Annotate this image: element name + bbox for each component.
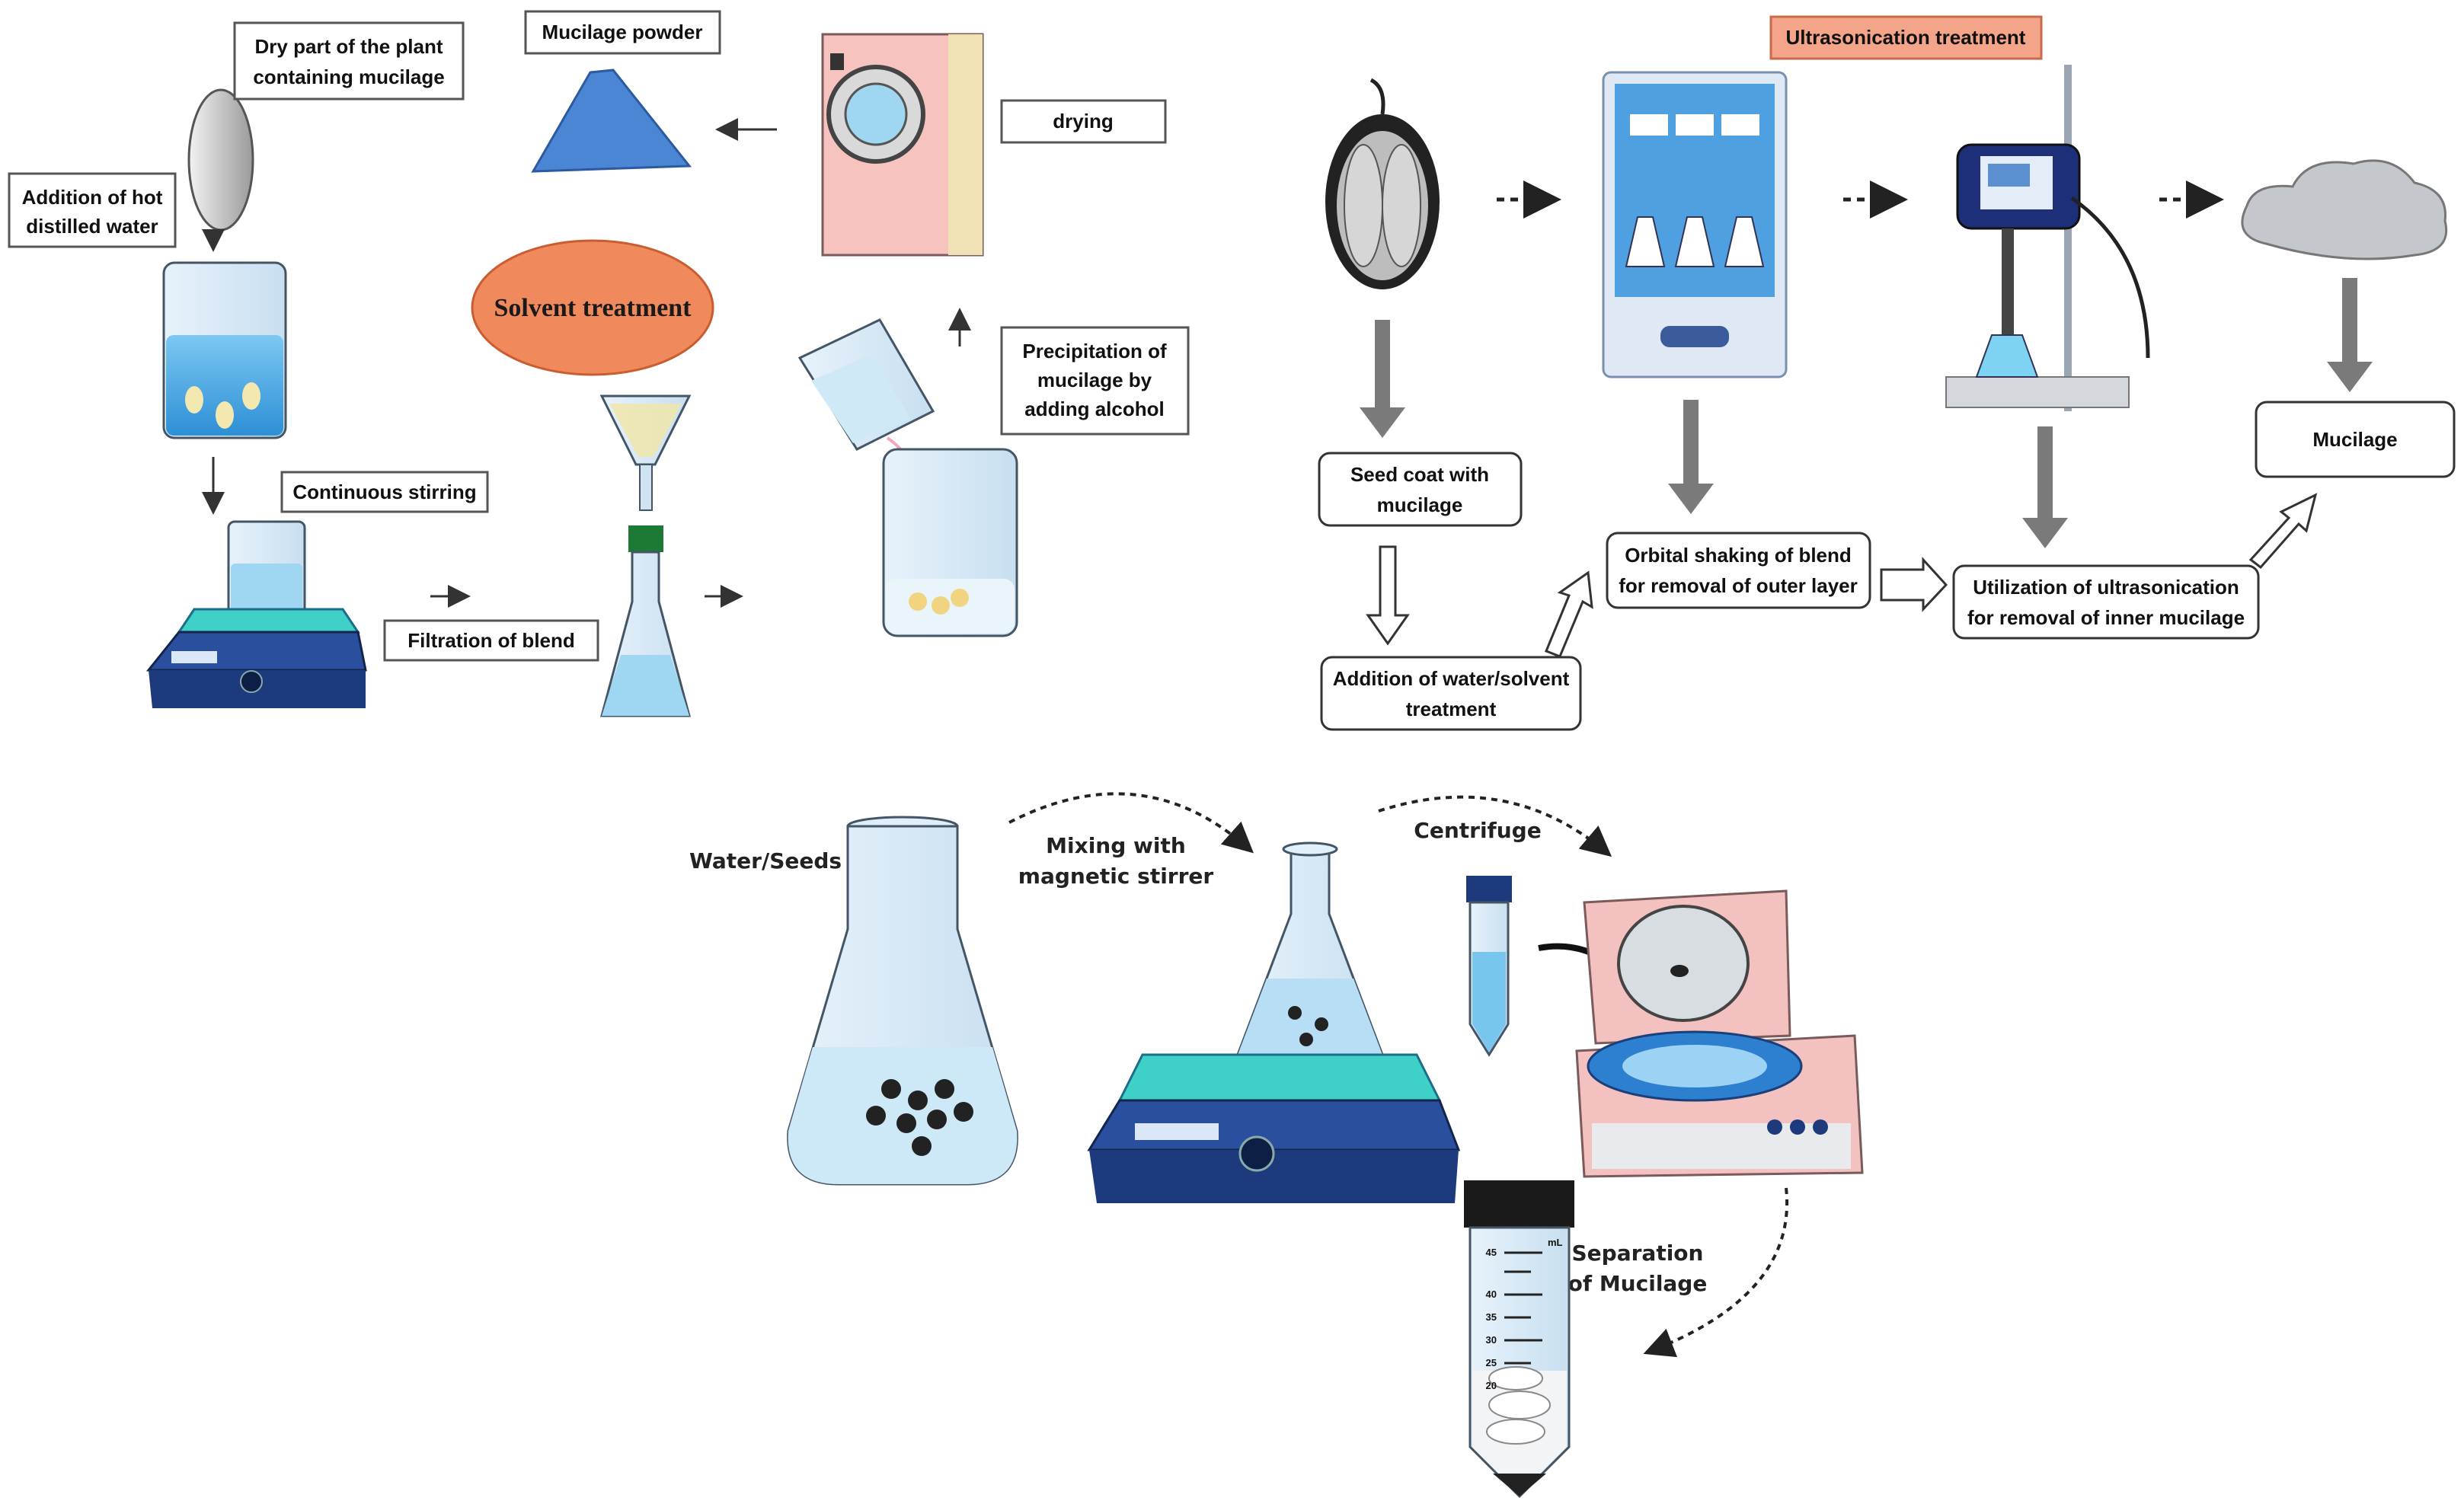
seed-coat-icon	[1325, 78, 1440, 289]
hot-water-box: Addition of hot distilled water	[8, 172, 177, 248]
water-seeds-label: Water/Seeds	[689, 848, 842, 873]
addition-water-label-1: Addition of water/solvent	[1333, 667, 1570, 690]
arrow-sonicator-down	[2022, 426, 2068, 548]
precipitation-box: Precipitation of mucilage by adding alco…	[1000, 326, 1190, 436]
separation-label-2: of Mucilage	[1568, 1271, 1708, 1296]
seed-coat-label-1: Seed coat with	[1350, 463, 1489, 486]
addition-water-label-2: treatment	[1406, 698, 1497, 720]
filtration-flask-icon	[599, 394, 692, 717]
freeze-dryer-icon	[821, 33, 984, 257]
tube-mark-35: 35	[1486, 1311, 1497, 1323]
arrow-centrifuge-to-tube	[1643, 1187, 1788, 1358]
solvent-treatment-label: Solvent treatment	[494, 294, 692, 322]
hot-water-label-1: Addition of hot	[22, 186, 163, 209]
ultrasonication-title: Ultrasonication treatment	[1769, 15, 2043, 60]
centrifuge-section: Water/Seeds Mixing with magnetic stirrer	[689, 792, 1864, 1499]
arrow-flask-to-stirrer	[1008, 792, 1254, 854]
tube-mark-25: 25	[1486, 1357, 1497, 1368]
ultrasonication-section: Ultrasonication treatment	[1318, 15, 2456, 731]
continuous-stirring-label: Continuous stirring	[292, 481, 476, 503]
magnetic-stirrer-icon	[145, 520, 367, 708]
falcon-tube-small-icon	[1466, 876, 1512, 1057]
orbital-shaking-box: Orbital shaking of blend for removal of …	[1606, 532, 1871, 609]
falcon-tube-large-icon	[1464, 1180, 1574, 1499]
plant-seed-icon	[187, 88, 254, 232]
solvent-treatment-title: Solvent treatment	[471, 239, 714, 376]
seed-coat-label-2: mucilage	[1377, 493, 1463, 516]
dry-part-label-2: containing mucilage	[253, 65, 444, 88]
arrow-water-to-orbital	[1545, 570, 1593, 658]
hot-water-label-2: distilled water	[26, 215, 158, 238]
precip-label-3: adding alcohol	[1024, 398, 1164, 420]
ultrasonication-title-label: Ultrasonication treatment	[1786, 26, 2026, 49]
tube-mark-40: 40	[1486, 1288, 1497, 1300]
precip-label-2: mucilage by	[1037, 369, 1152, 391]
arrow-seed-down	[1360, 320, 1405, 438]
mucilage-cloud-icon	[2241, 159, 2448, 260]
arrow-stirrer-to-centrifuge	[1378, 795, 1612, 857]
magnetic-stirrer-flask-icon	[1087, 841, 1461, 1203]
mucilage-box: Mucilage	[2255, 401, 2456, 478]
tube-unit: mL	[1548, 1237, 1563, 1248]
separation-label-1: Separation	[1572, 1241, 1704, 1266]
precip-label-1: Precipitation of	[1022, 340, 1167, 362]
drying-box: drying	[1000, 99, 1167, 144]
arrow-orbital-to-util	[1880, 557, 1948, 612]
dry-part-box: Dry part of the plant containing mucilag…	[233, 21, 465, 101]
alcohol-pouring-icon	[797, 318, 1018, 637]
utilization-box: Utilization of ultrasonication for remov…	[1952, 564, 2260, 640]
arrow-cloud-down	[2327, 278, 2373, 392]
mucilage-powder-box: Mucilage powder	[524, 10, 721, 55]
tube-mark-20: 20	[1486, 1380, 1497, 1391]
filtration-box: Filtration of blend	[383, 619, 599, 662]
drying-label: drying	[1053, 110, 1113, 133]
utilization-label-1: Utilization of ultrasonication	[1973, 576, 2239, 599]
addition-water-box: Addition of water/solvent treatment	[1320, 656, 1582, 731]
seed-coat-box: Seed coat with mucilage	[1318, 452, 1523, 527]
filtration-label: Filtration of blend	[407, 629, 575, 652]
arrow-shaker-down	[1668, 400, 1714, 514]
centrifuge-label: Centrifuge	[1414, 818, 1541, 843]
beaker-hot-water-icon	[162, 261, 287, 439]
mucilage-powder-icon	[531, 69, 692, 173]
orbital-label-1: Orbital shaking of blend	[1625, 544, 1852, 567]
mucilage-label: Mucilage	[2312, 428, 2397, 451]
arrow-seedcoat-to-water	[1366, 545, 1410, 646]
mixing-label-1: Mixing with	[1046, 833, 1186, 858]
water-seeds-flask-icon	[787, 816, 1018, 1186]
mixing-label-2: magnetic stirrer	[1018, 864, 1214, 889]
tube-mark-30: 30	[1486, 1334, 1497, 1346]
utilization-label-2: for removal of inner mucilage	[1967, 606, 2245, 629]
arrow-util-to-mucilage	[2248, 493, 2318, 570]
dry-part-label-1: Dry part of the plant	[254, 35, 443, 58]
mucilage-powder-label: Mucilage powder	[542, 21, 703, 43]
orbital-label-2: for removal of outer layer	[1619, 574, 1858, 597]
orbital-shaker-icon	[1602, 71, 1788, 378]
centrifuge-machine-icon	[1575, 889, 1864, 1178]
solvent-treatment-section: Dry part of the plant containing mucilag…	[8, 10, 1190, 717]
ultrasonic-probe-icon	[1945, 65, 2150, 411]
continuous-stirring-box: Continuous stirring	[280, 471, 489, 513]
tube-mark-45: 45	[1486, 1247, 1497, 1258]
